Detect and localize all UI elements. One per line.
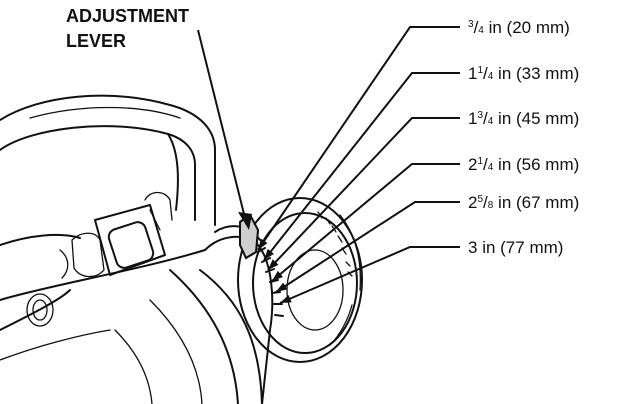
height-leader-arrowhead-3 [272,270,284,281]
height-label-2: 13/4 in (45 mm) [468,109,579,128]
lever-label-line2: LEVER [66,31,126,51]
height-leader-3 [271,163,460,282]
height-leader-0 [257,26,460,251]
height-leader-4 [275,201,460,293]
height-setting-labels: 3/4 in (20 mm) 11/4 in (33 mm) 13/4 in (… [468,18,579,257]
height-leader-5 [279,246,460,304]
height-label-4: 25/8 in (67 mm) [468,193,579,212]
height-leader-lines [257,26,460,304]
height-leader-arrowhead-4 [276,282,288,292]
height-label-0: 3/4 in (20 mm) [468,18,570,37]
height-leader-1 [263,72,460,261]
height-label-3: 21/4 in (56 mm) [468,155,579,174]
lever-label-line1: ADJUSTMENT [66,6,189,26]
height-label-1: 11/4 in (33 mm) [468,64,579,83]
height-leader-arrowhead-2 [268,259,279,270]
mower-engine-illustration [0,94,263,404]
height-label-5: 3 in (77 mm) [468,238,563,257]
height-leader-arrowhead-1 [264,248,274,260]
lever-pointer-arrow [197,29,252,230]
height-leader-arrowhead-5 [280,294,292,303]
height-leader-arrowhead-0 [258,238,268,250]
height-leader-2 [267,117,460,271]
